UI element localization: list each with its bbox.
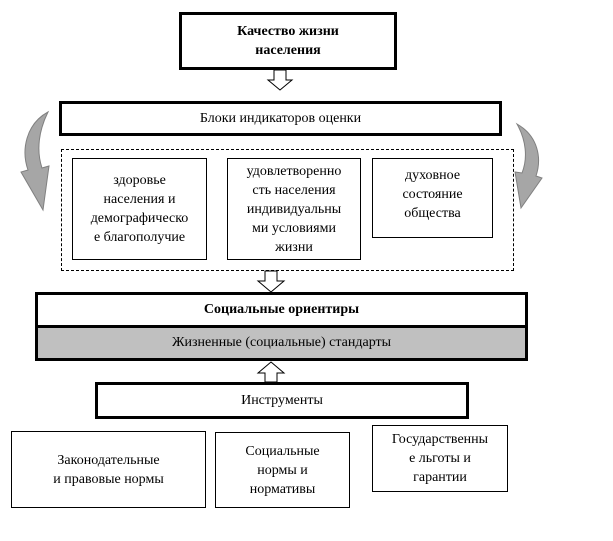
right-curved-arrow [514, 122, 543, 210]
indicator-block-spiritual-label: духовное состояние общества [402, 168, 463, 221]
title-label: Качество жизни населения [237, 24, 339, 58]
left-curved-arrow [20, 110, 50, 212]
indicator-block-satisfaction-label: удовлетворенно сть населения индивидуаль… [246, 163, 342, 255]
indicators-header-box: Блоки индикаторов оценки [59, 101, 502, 136]
down-arrow-title [266, 69, 294, 91]
down-arrow-indicators [256, 270, 286, 293]
social-orientations-label: Социальные ориентиры [203, 302, 360, 317]
instrument-block-state: Государственны е льготы и гарантии [372, 425, 508, 492]
indicator-block-spiritual: духовное состояние общества [372, 158, 493, 238]
instrument-block-state-label: Государственны е льготы и гарантии [391, 432, 489, 485]
indicator-blocks-container [61, 149, 514, 271]
life-standards-label: Жизненные (социальные) стандарты [171, 335, 392, 350]
life-standards-box: Жизненные (социальные) стандарты [35, 325, 528, 361]
indicator-block-health: здоровье населения и демографическо е бл… [72, 158, 207, 260]
instrument-block-social: Социальные нормы и нормативы [215, 432, 350, 508]
instruments-label: Инструменты [241, 392, 323, 408]
indicator-block-health-label: здоровье населения и демографическо е бл… [90, 173, 189, 245]
indicators-header-label: Блоки индикаторов оценки [199, 110, 362, 126]
instrument-block-legal-label: Законодательные и правовые нормы [53, 452, 164, 487]
instruments-box: Инструменты [95, 382, 469, 419]
instrument-block-legal: Законодательные и правовые нормы [11, 431, 206, 508]
title-box: Качество жизни населения [179, 12, 397, 70]
instrument-block-social-label: Социальные нормы и нормативы [245, 443, 320, 497]
up-arrow-instruments [256, 361, 286, 383]
indicator-block-satisfaction: удовлетворенно сть населения индивидуаль… [227, 158, 361, 260]
